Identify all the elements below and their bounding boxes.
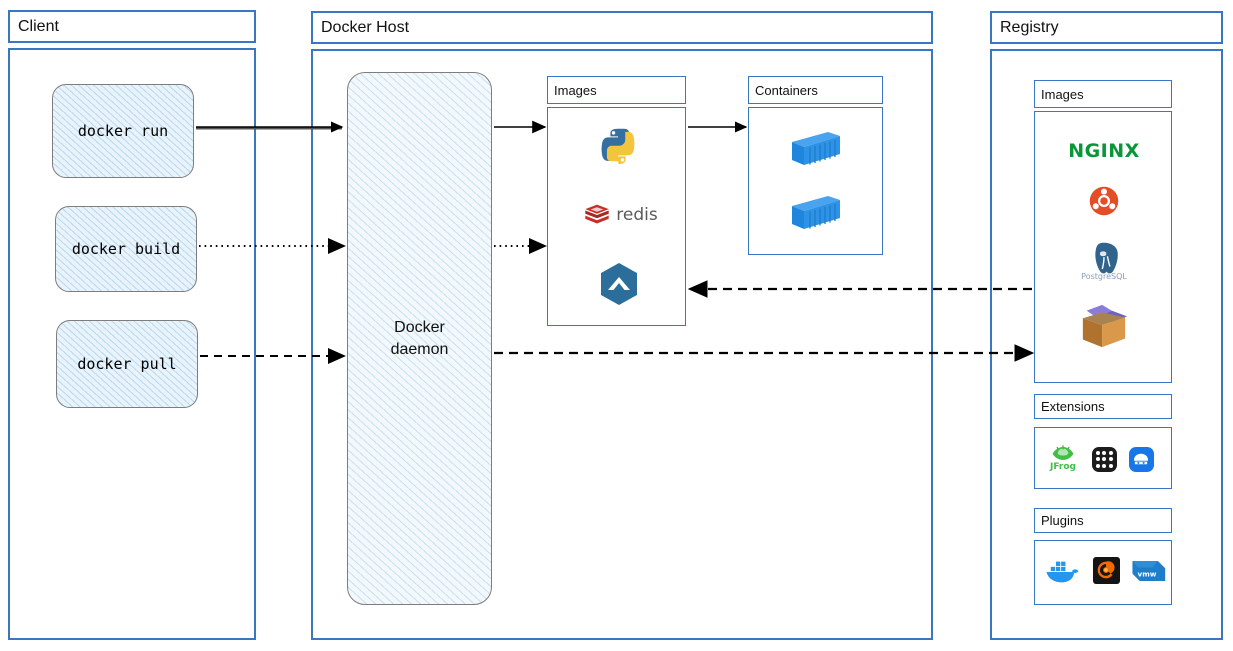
docker-whale-icon [1042, 556, 1082, 588]
docker-host-title-label: Docker Host [321, 18, 410, 36]
docker-daemon-box[interactable]: Docker daemon [347, 72, 492, 605]
host-containers-title-label: Containers [755, 82, 818, 98]
vmware-logo-icon: vmw [1126, 556, 1168, 586]
client-title-label: Client [18, 17, 59, 35]
host-containers-body [748, 107, 883, 255]
host-images-title-label: Images [554, 82, 597, 98]
registry-panel-title: Registry [990, 11, 1223, 44]
shipping-container-icon [788, 128, 844, 172]
postgresql-logo-icon: PostgreSQL [1080, 237, 1128, 285]
host-containers-title: Containers [748, 76, 883, 104]
app-grid-icon [1091, 446, 1117, 472]
client-panel-title: Client [8, 10, 256, 43]
registry-title-label: Registry [1000, 18, 1059, 36]
shipping-container-icon [788, 192, 844, 236]
command-docker-build[interactable]: docker build [55, 206, 197, 292]
command-label: docker pull [77, 355, 177, 373]
blue-tool-icon [1128, 446, 1154, 472]
svg-text:vmw: vmw [1137, 569, 1156, 578]
ubuntu-logo-icon [1088, 185, 1120, 217]
nginx-label: NGINX [1068, 140, 1140, 162]
registry-extensions-title-label: Extensions [1041, 399, 1105, 414]
grafana-logo-icon [1092, 556, 1120, 584]
daemon-label-line1: Docker [394, 318, 445, 336]
nginx-logo-icon: NGINX [1062, 138, 1146, 164]
python-logo-icon [598, 125, 638, 165]
registry-images-title-label: Images [1041, 86, 1084, 102]
jfrog-logo-icon: JFrog [1044, 440, 1082, 476]
docker-host-panel-title: Docker Host [311, 11, 933, 44]
registry-plugins-title-label: Plugins [1041, 513, 1084, 528]
command-label: docker run [77, 122, 169, 140]
open-box-icon [1076, 300, 1132, 352]
registry-extensions-title: Extensions [1034, 394, 1172, 419]
redis-logo-icon: redis [585, 200, 658, 230]
postgresql-label: PostgreSQL [1081, 272, 1127, 281]
mattermost-hexagon-icon [598, 262, 640, 306]
command-docker-run[interactable]: docker run [52, 84, 194, 178]
jfrog-label: JFrog [1050, 462, 1076, 472]
host-images-title: Images [547, 76, 686, 104]
redis-label: redis [616, 205, 658, 225]
connection-run-to-daemon [196, 121, 344, 133]
command-label: docker build [71, 240, 181, 258]
daemon-label-line2: daemon [390, 340, 449, 358]
registry-images-title: Images [1034, 80, 1172, 108]
registry-plugins-title: Plugins [1034, 508, 1172, 533]
command-docker-pull[interactable]: docker pull [56, 320, 198, 408]
